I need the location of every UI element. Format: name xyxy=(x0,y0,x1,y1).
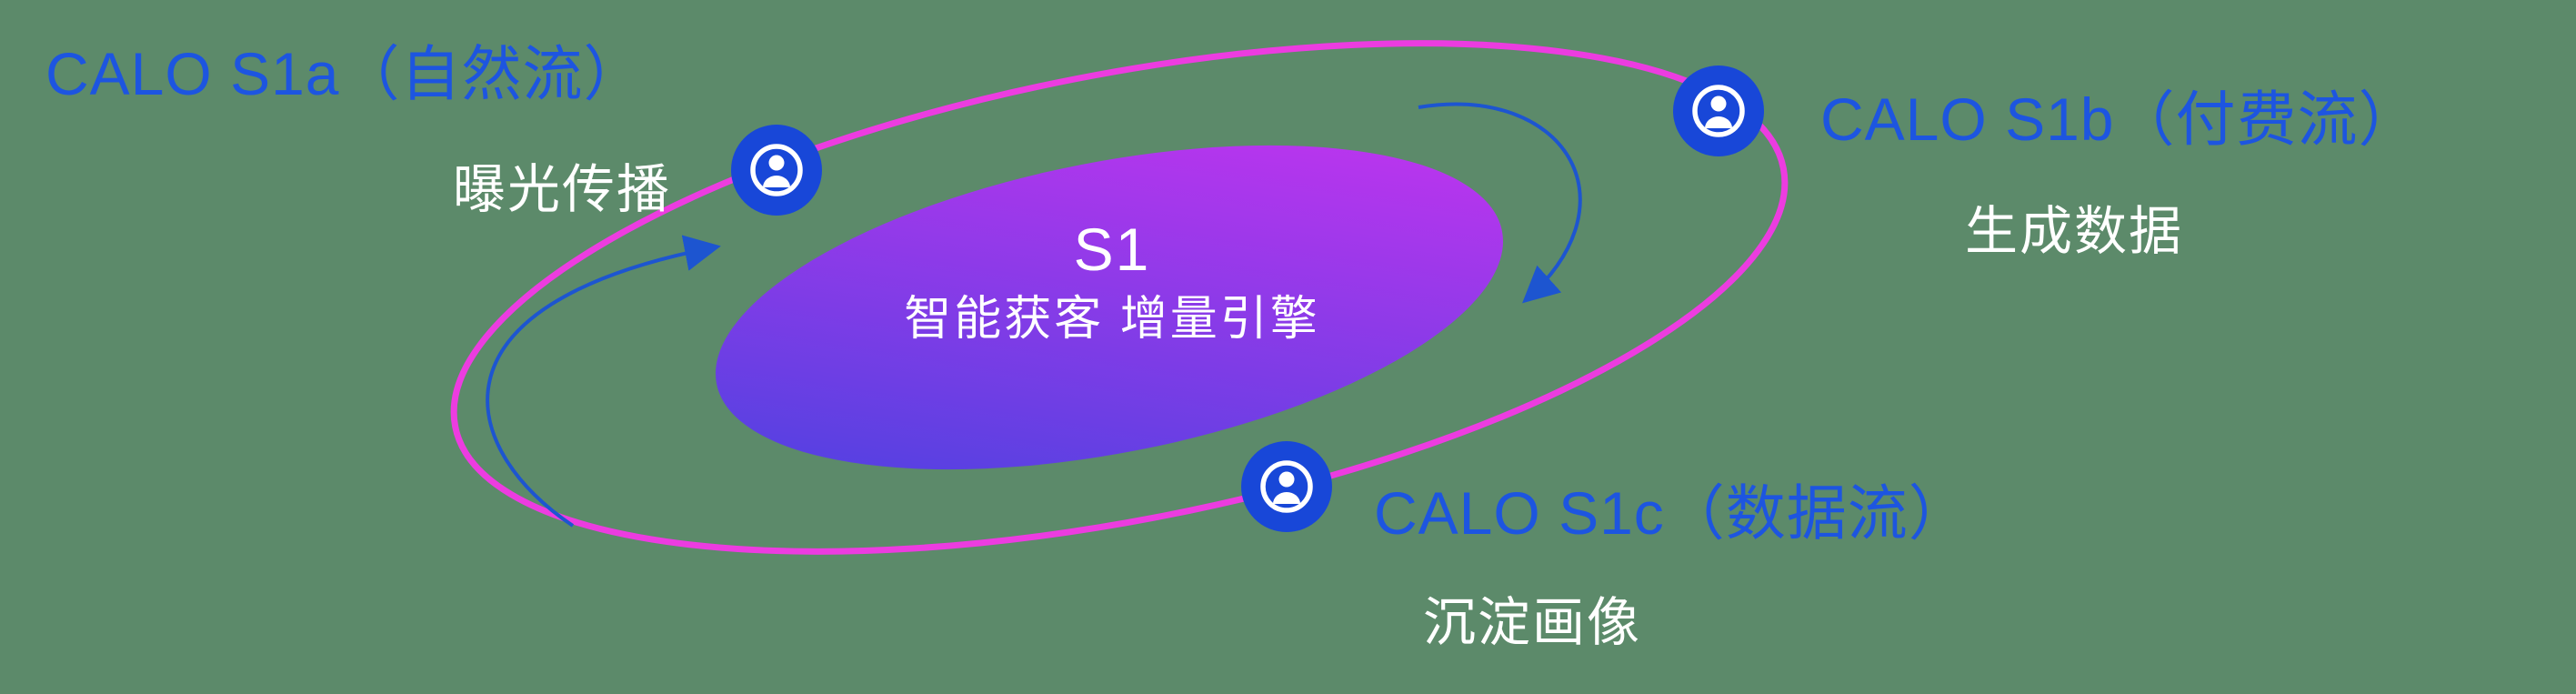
orbit-ring xyxy=(450,40,1789,555)
orbit-node-s1c person-icon xyxy=(1241,441,1332,532)
orbit-node-s1a person-icon xyxy=(731,125,822,216)
arrow-left-up xyxy=(486,235,721,528)
s1b-title: CALO S1b（付费流） xyxy=(1820,85,2420,153)
center-subtitle: 智能获客 增量引擎 xyxy=(904,293,1320,347)
orbit-node-s1b person-icon xyxy=(1673,65,1764,156)
s1b-subtitle: 生成数据 xyxy=(1965,202,2184,261)
s1a-title: CALO S1a（自然流） xyxy=(45,40,645,107)
s1c-title: CALO S1c（数据流） xyxy=(1374,479,1970,547)
core-ellipse xyxy=(716,145,1503,470)
arrow-right-down xyxy=(1418,102,1582,304)
s1a-subtitle: 曝光传播 xyxy=(453,160,672,219)
s1c-subtitle: 沉淀画像 xyxy=(1423,593,1642,652)
center-title: S1 xyxy=(1073,216,1151,284)
